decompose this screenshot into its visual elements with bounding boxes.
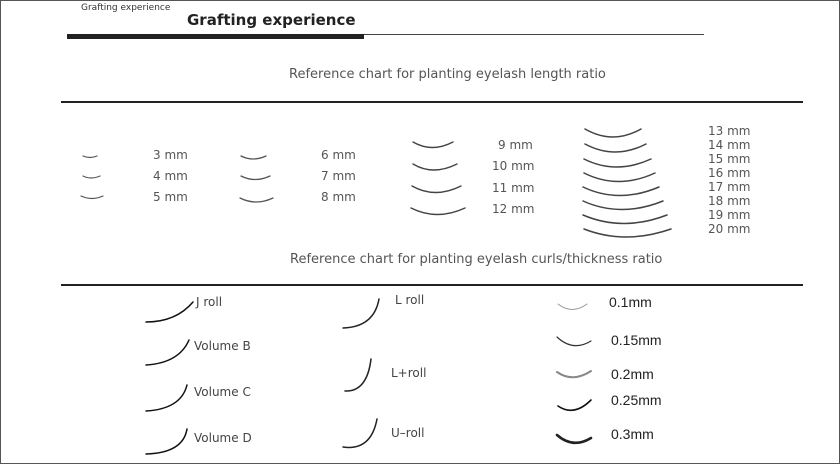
thickness-samples — [555, 303, 593, 445]
length-label-10mm: 10 mm — [492, 159, 535, 173]
thickness-label-0-15mm: 0.15mm — [611, 332, 662, 348]
length-label-3mm: 3 mm — [153, 148, 188, 162]
thickness-0-15mm-icon — [556, 336, 592, 347]
lash-10mm-icon — [412, 163, 458, 171]
curl-label-l-roll: L roll — [395, 293, 425, 307]
thickness-0-25mm-icon — [557, 399, 592, 412]
curl-volume-d-icon — [145, 428, 188, 455]
lash-16mm-icon — [583, 172, 656, 183]
lash-3mm-icon — [82, 155, 98, 159]
length-label-4mm: 4 mm — [153, 169, 188, 183]
curl-label-u-roll: U–roll — [391, 426, 425, 440]
length-label-9mm: 9 mm — [498, 138, 533, 152]
lash-group-short — [80, 155, 104, 200]
curl-group-j-volume — [145, 301, 194, 455]
curl-volume-b-icon — [145, 339, 190, 366]
lash-5mm-icon — [80, 195, 104, 200]
curl-label-volume-c: Volume C — [194, 385, 251, 399]
lash-group-medium — [239, 155, 274, 203]
curl-label-volume-b: Volume B — [194, 339, 251, 353]
lash-20mm-icon — [583, 228, 672, 238]
curl-chart-divider — [61, 284, 803, 286]
curl-j-roll-icon — [145, 301, 194, 323]
lash-group-long — [410, 141, 466, 216]
length-chart-divider — [61, 101, 803, 103]
lash-6mm-icon — [240, 155, 267, 160]
lash-19mm-icon — [582, 214, 668, 225]
lash-14mm-icon — [584, 143, 647, 153]
length-label-5mm: 5 mm — [153, 190, 188, 204]
length-label-8mm: 8 mm — [321, 190, 356, 204]
lash-11mm-icon — [411, 185, 462, 194]
length-label-16mm: 16 mm — [708, 166, 751, 180]
length-label-15mm: 15 mm — [708, 152, 751, 166]
curl-chart-title: Reference chart for planting eyelash cur… — [290, 252, 663, 267]
length-label-20mm: 20 mm — [708, 222, 751, 236]
curl-label-j-roll: J roll — [196, 295, 223, 309]
thickness-0-3mm-icon — [555, 433, 593, 445]
curl-label-volume-d: Volume D — [194, 431, 252, 445]
length-label-13mm: 13 mm — [708, 124, 751, 138]
thickness-label-0-1mm: 0.1mm — [609, 294, 652, 310]
lash-12mm-icon — [410, 207, 466, 216]
length-label-11mm: 11 mm — [492, 181, 535, 195]
thickness-label-0-25mm: 0.25mm — [611, 392, 662, 408]
lash-15mm-icon — [583, 158, 652, 168]
length-label-14mm: 14 mm — [708, 138, 751, 152]
length-label-18mm: 18 mm — [708, 194, 751, 208]
lash-group-extra-long — [582, 128, 672, 238]
small-header-title: Grafting experience — [81, 3, 171, 13]
length-label-7mm: 7 mm — [321, 169, 356, 183]
length-label-17mm: 17 mm — [708, 180, 751, 194]
lash-8mm-icon — [239, 197, 274, 203]
length-label-12mm: 12 mm — [492, 202, 535, 216]
thickness-0-2mm-icon — [556, 370, 592, 379]
lash-4mm-icon — [82, 175, 101, 179]
length-chart-title: Reference chart for planting eyelash len… — [289, 67, 606, 82]
main-header-title: Grafting experience — [187, 11, 356, 29]
lash-7mm-icon — [240, 175, 271, 181]
length-label-19mm: 19 mm — [708, 208, 751, 222]
thickness-0-1mm-icon — [557, 303, 588, 310]
curl-volume-c-icon — [145, 384, 188, 412]
thickness-label-0-2mm: 0.2mm — [611, 366, 654, 382]
lash-13mm-icon — [584, 128, 642, 138]
curl-l-roll-icon — [342, 298, 380, 329]
curl-l-plus-roll-icon — [344, 358, 372, 392]
curl-label-l-plus-roll: L+roll — [391, 366, 427, 380]
lash-17mm-icon — [582, 186, 660, 197]
length-label-6mm: 6 mm — [321, 148, 356, 162]
curl-group-l-u — [342, 298, 380, 449]
lash-18mm-icon — [582, 200, 664, 211]
header-rule-thin — [364, 34, 704, 35]
lash-9mm-icon — [412, 141, 454, 149]
thickness-label-0-3mm: 0.3mm — [611, 426, 654, 442]
header-rule-thick — [67, 34, 364, 39]
curl-u-roll-icon — [342, 418, 378, 449]
